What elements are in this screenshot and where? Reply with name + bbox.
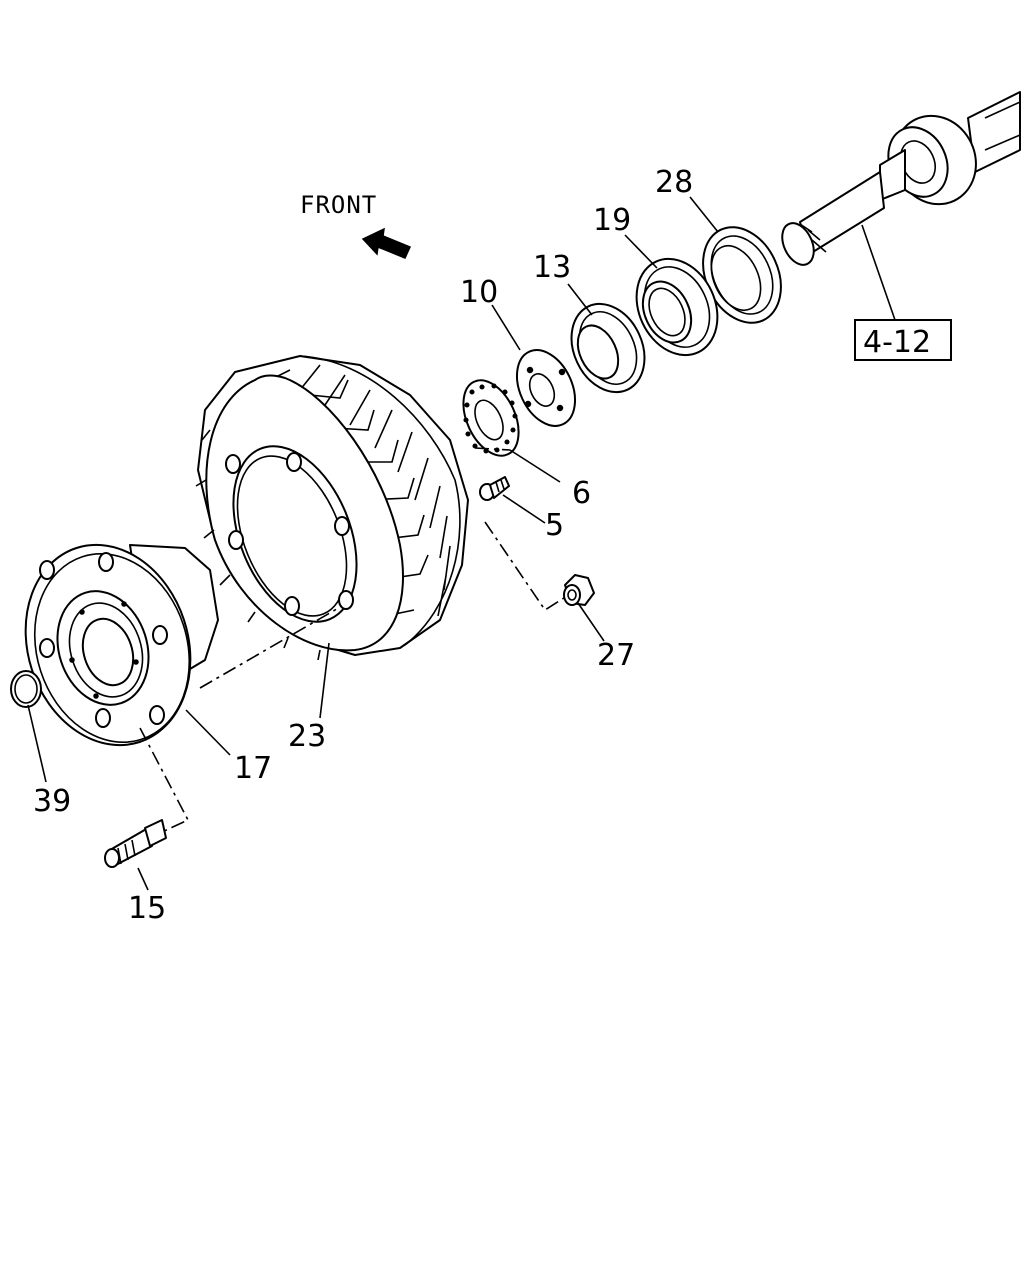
callout-23: 23 — [288, 719, 326, 754]
assembly-lines — [139, 447, 568, 833]
front-arrow-icon — [361, 227, 412, 259]
callout-10: 10 — [460, 275, 498, 310]
callout-28: 28 — [655, 165, 693, 200]
leader-lines — [27, 196, 896, 891]
stud-bolt-15 — [104, 819, 167, 868]
callout-17: 17 — [234, 751, 272, 786]
callout-15: 15 — [128, 891, 166, 926]
callout-19: 19 — [593, 203, 631, 238]
reference-label: 4-12 — [863, 325, 931, 360]
front-direction-indicator: FRONT — [300, 191, 412, 259]
screw-5 — [479, 476, 510, 501]
hub-17 — [24, 543, 219, 747]
callout-39: 39 — [33, 784, 71, 819]
bearing-13 — [570, 302, 646, 394]
bearing-19 — [635, 257, 719, 357]
bearing-28 — [702, 226, 782, 324]
snap-ring-39 — [10, 670, 42, 708]
nut-27 — [563, 574, 595, 606]
tone-ring-6 — [462, 379, 520, 457]
reference-box: 4-12 — [854, 319, 952, 361]
callout-13: 13 — [533, 250, 571, 285]
callout-27: 27 — [597, 638, 635, 673]
callouts: 28 19 13 10 6 5 27 23 17 39 15 — [33, 165, 693, 926]
callout-5: 5 — [545, 508, 564, 543]
brake-drum-23 — [195, 355, 469, 661]
callout-6: 6 — [572, 476, 591, 511]
axle-shaft — [781, 91, 1021, 266]
plate-10 — [515, 349, 577, 427]
front-label: FRONT — [300, 191, 377, 219]
